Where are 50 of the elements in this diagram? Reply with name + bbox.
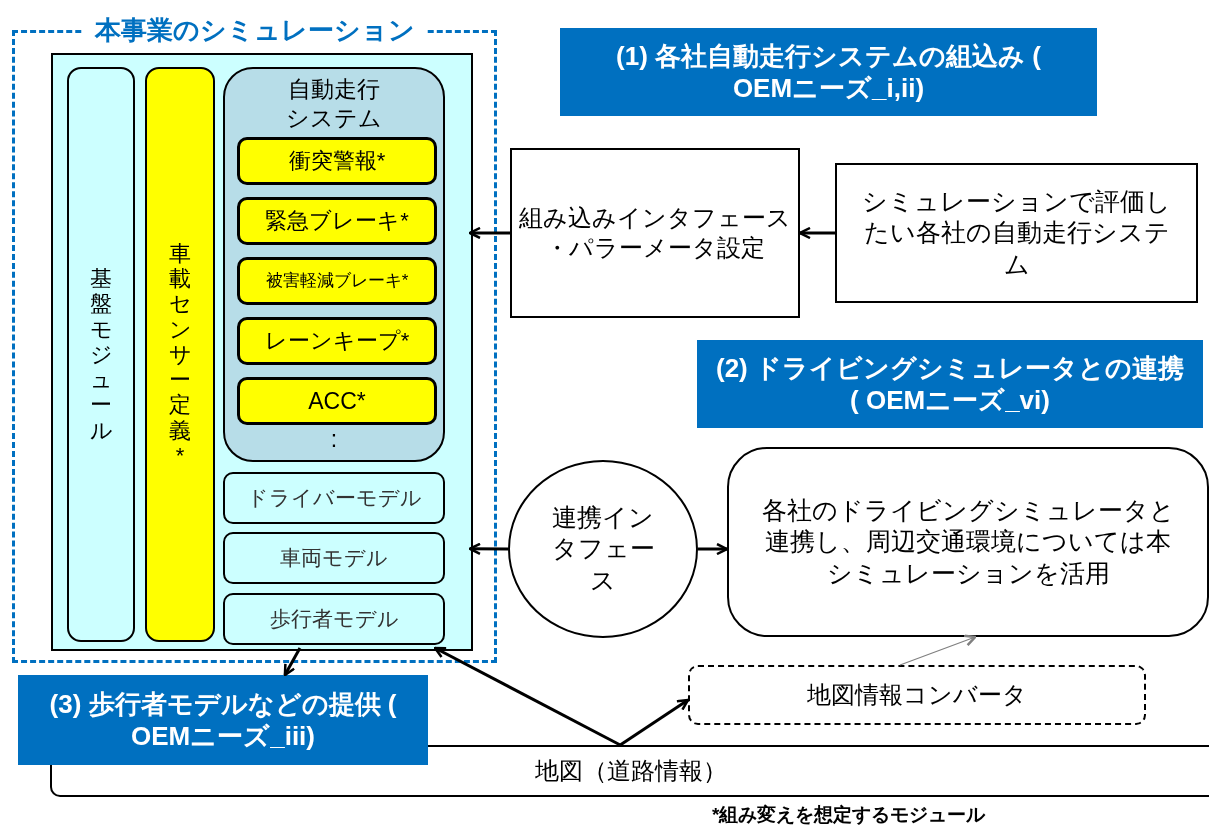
box-label: ・パラーメータ設定 bbox=[544, 233, 766, 263]
model-box bbox=[223, 593, 445, 645]
box-label: 被害軽減ブレーキ* bbox=[265, 270, 409, 292]
box-label: 地図情報コンバータ bbox=[807, 680, 1027, 710]
banner-text: (1) 各社自動走行システムの組込み ( OEMニーズ_i,ii) bbox=[615, 39, 1042, 105]
group-title: : bbox=[329, 425, 339, 454]
arrow bbox=[433, 646, 621, 747]
interface-box bbox=[510, 148, 800, 318]
box-label: 組み込みインタフェース bbox=[519, 203, 791, 233]
box-label: 各社のドライビングシミュレータと連携し、周辺交通環境については本シミュレーションを活用 bbox=[760, 495, 1176, 589]
box-label: 地図（道路情報） bbox=[534, 756, 727, 786]
system-group bbox=[223, 67, 445, 462]
arrow bbox=[468, 542, 508, 556]
function-box bbox=[237, 137, 437, 185]
function-box bbox=[237, 257, 437, 305]
module-bar bbox=[145, 67, 215, 642]
system-box bbox=[835, 163, 1198, 303]
arrow bbox=[798, 226, 835, 240]
banner bbox=[18, 675, 428, 765]
group-title: 自動走行システム bbox=[285, 75, 383, 133]
arrow bbox=[899, 634, 977, 666]
footnote: *組み変えを想定するモジュール bbox=[712, 803, 986, 827]
model-box bbox=[223, 472, 445, 524]
box-label: シミュレーションで評価したい各社の自動走行システム bbox=[861, 186, 1172, 280]
banner-text: (3) 歩行者モデルなどの提供 ( OEMニーズ_iii) bbox=[48, 687, 398, 753]
box-label: レーンキープ* bbox=[264, 327, 410, 355]
module-panel bbox=[51, 53, 473, 651]
arrow bbox=[283, 647, 302, 677]
box-label: 緊急ブレーキ* bbox=[265, 207, 409, 235]
banner bbox=[697, 340, 1203, 428]
arrow bbox=[619, 698, 690, 747]
arrow bbox=[468, 226, 510, 240]
box-label: ACC* bbox=[308, 386, 366, 416]
module-bar bbox=[67, 67, 135, 642]
model-box bbox=[223, 532, 445, 584]
box-label: 衝突警報* bbox=[288, 147, 386, 175]
box-label: 車両モデル bbox=[280, 544, 388, 571]
box-label: 歩行者モデル bbox=[269, 605, 399, 632]
vertical-label: 基盤モジュール bbox=[90, 265, 112, 444]
ellipse-label: 連携インタフェース bbox=[550, 502, 656, 596]
arrow bbox=[698, 542, 729, 556]
banner-text: (2) ドライビングシミュレータとの連携 ( OEMニーズ_vi) bbox=[715, 351, 1185, 417]
function-box bbox=[237, 317, 437, 365]
banner bbox=[560, 28, 1097, 116]
function-box bbox=[237, 197, 437, 245]
dashed-box bbox=[688, 665, 1146, 725]
rounded-box bbox=[727, 447, 1209, 637]
function-box bbox=[237, 377, 437, 425]
vertical-label: 車載センサー定義* bbox=[169, 240, 191, 469]
box-label: ドライバーモデル bbox=[246, 484, 422, 511]
